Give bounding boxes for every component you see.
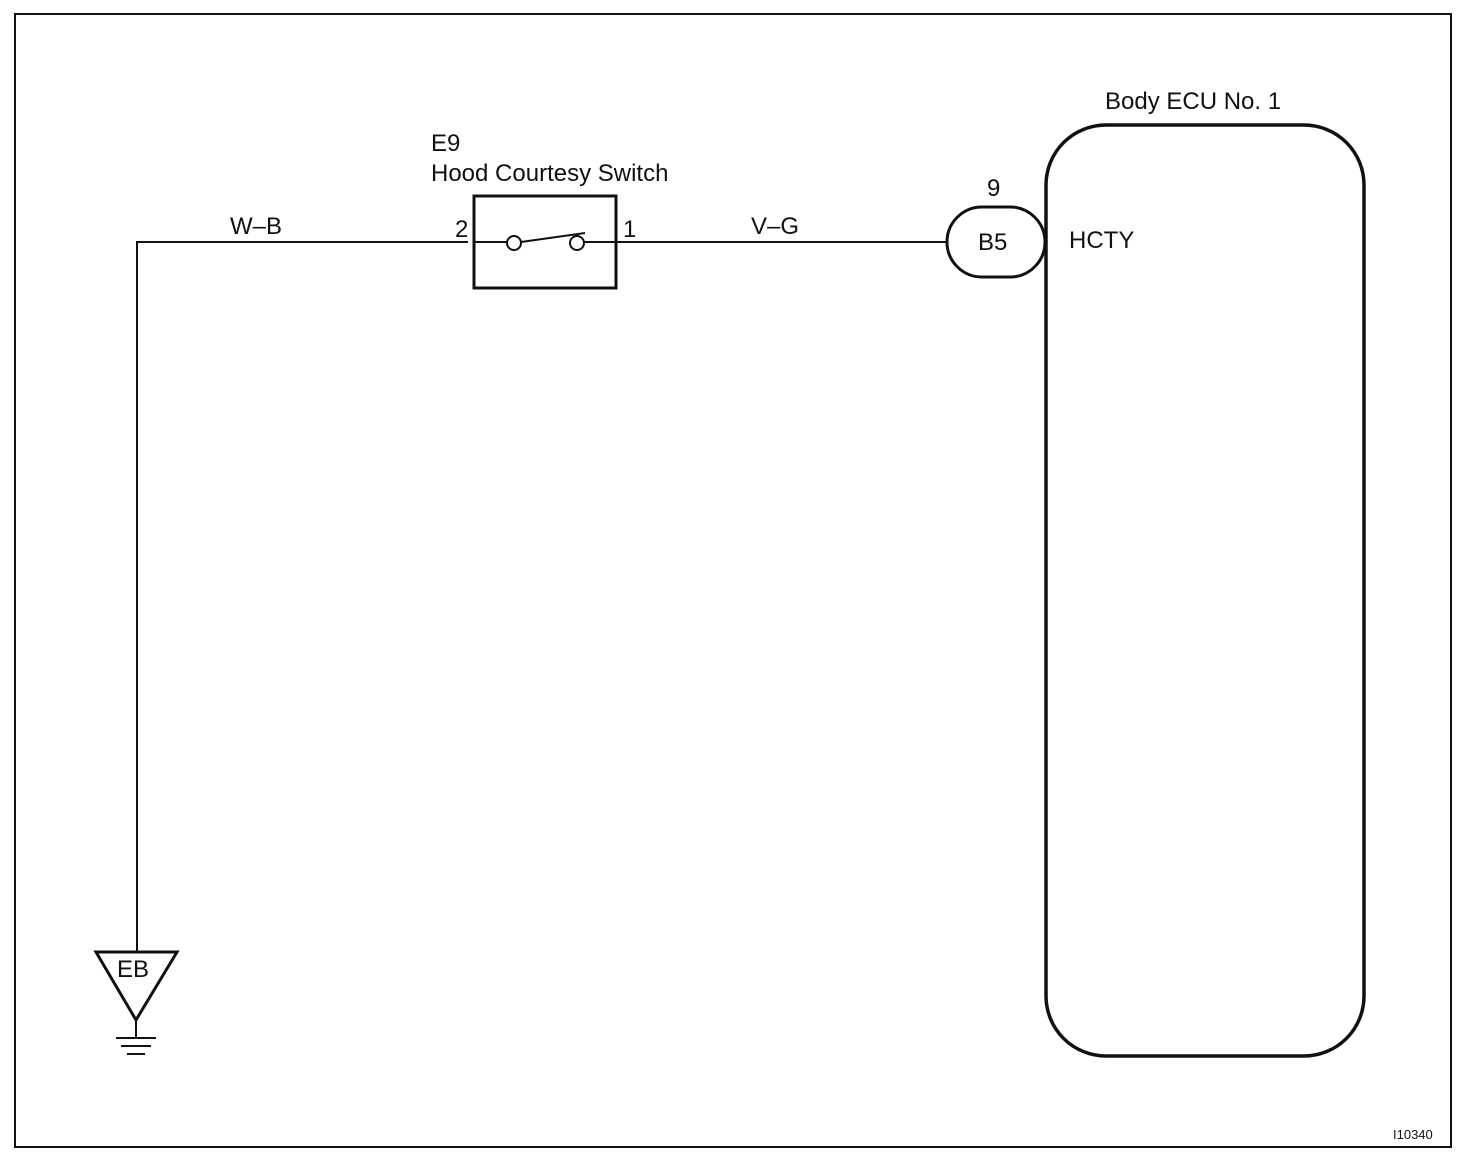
ecu-terminal-pin: 9 [987, 175, 1000, 202]
switch-contact-left [506, 235, 522, 251]
switch-connector-code: E9 [431, 130, 460, 157]
wire-label-w-b: W–B [230, 213, 282, 240]
hood-courtesy-switch: E9 Hood Courtesy Switch 2 1 [431, 130, 668, 290]
ecu-terminal-name: HCTY [1069, 227, 1134, 254]
connector-b5-label: B5 [978, 229, 1007, 256]
switch-pin-right: 1 [623, 216, 636, 243]
ecu-body [1044, 123, 1366, 1058]
wire-w-b [136, 241, 468, 952]
switch-name: Hood Courtesy Switch [431, 160, 668, 187]
wire-label-v-g: V–G [751, 213, 799, 240]
ecu-connector: 9 B5 [945, 175, 1047, 279]
ground-point: EB [93, 950, 180, 1055]
figure-id: I10340 [1393, 1127, 1433, 1142]
diagram-frame [14, 13, 1452, 1148]
ground-label: EB [117, 956, 149, 983]
switch-pin-left: 2 [455, 216, 468, 243]
ground-triangle [93, 950, 180, 1023]
switch-blade [520, 232, 586, 243]
body-ecu: Body ECU No. 1 HCTY [1044, 88, 1366, 1058]
ecu-title: Body ECU No. 1 [1105, 88, 1281, 115]
switch-contact-right [569, 235, 585, 251]
